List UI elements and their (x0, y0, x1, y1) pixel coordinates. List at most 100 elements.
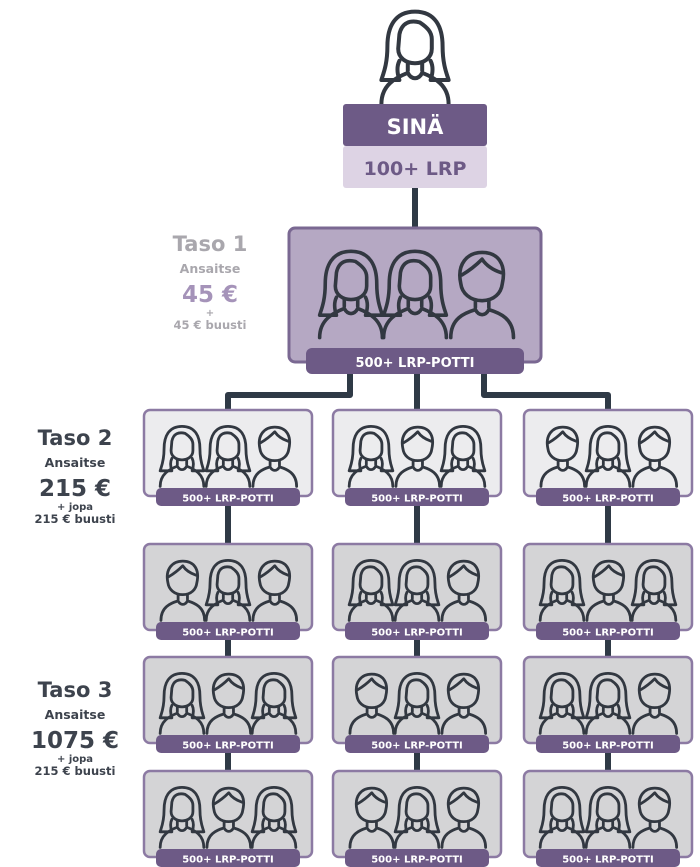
pot-label: 500+ LRP-POTTI (371, 741, 463, 752)
level-2-info: Taso 2 Ansaitse 215 € + jopa 215 € buust… (10, 426, 140, 527)
pot-box (345, 735, 489, 753)
pot-label: 500+ LRP-POTTI (562, 494, 654, 505)
level-2-plus: + jopa (56, 501, 94, 513)
level-1-box (287, 226, 543, 364)
female-person-icon (250, 671, 298, 735)
level-2-row-1-group-2: 500+ LRP-POTTI (331, 408, 503, 506)
female-person-icon (538, 785, 586, 849)
female-person-icon (379, 9, 451, 107)
level-1-title: Taso 1 (172, 232, 248, 256)
male-person-icon (539, 425, 587, 488)
pot-box (536, 849, 680, 867)
level-3-row-1-group-1: 500+ LRP-POTTI (142, 655, 314, 753)
male-person-icon (631, 425, 679, 488)
level-3-row-1-group-3: 500+ LRP-POTTI (522, 655, 694, 753)
level-2-row-2-group-2: 500+ LRP-POTTI (331, 542, 503, 640)
female-person-icon (347, 558, 395, 622)
female-person-icon (439, 424, 487, 488)
level-2-amount: 215 € (38, 475, 112, 502)
pot-box (156, 622, 300, 640)
group-box (522, 542, 694, 632)
level-2-row-1-group-1: 500+ LRP-POTTI (142, 408, 314, 506)
pot-box (536, 488, 680, 506)
male-person-icon (440, 559, 488, 622)
group-box (142, 769, 314, 859)
level-1-info: Taso 1 Ansaitse 45 € + 45 € buusti (150, 232, 270, 333)
level-2-title: Taso 2 (37, 426, 113, 450)
level-3-info: Taso 3 Ansaitse 1075 € + jopa 215 € buus… (10, 678, 140, 779)
level-2-boost: 215 € buusti (34, 512, 116, 527)
male-person-icon (251, 425, 299, 488)
pot-label: 500+ LRP-POTTI (371, 628, 463, 639)
level-1-group: 500+ LRP-POTTI (287, 226, 543, 374)
level-2-earn: Ansaitse (44, 455, 106, 471)
male-person-icon (585, 559, 633, 622)
connector-level1-left (225, 372, 353, 412)
you-label: SINÄ (387, 114, 445, 139)
female-person-icon (584, 424, 632, 488)
male-person-icon (394, 425, 442, 488)
female-person-icon (538, 558, 586, 622)
you-points: 100+ LRP (364, 158, 467, 180)
level-1-boost: 45 € buusti (173, 318, 247, 333)
level-3-boost: 215 € buusti (34, 764, 116, 779)
level-2-row-2-group-1: 500+ LRP-POTTI (142, 542, 314, 640)
male-person-icon (251, 559, 299, 622)
level-3-row-1-group-2: 500+ LRP-POTTI (331, 655, 503, 753)
level-3-earn: Ansaitse (44, 707, 106, 723)
female-person-icon (204, 558, 252, 622)
pot-box (156, 735, 300, 753)
female-person-icon (393, 558, 441, 622)
level-3-plus: + jopa (56, 753, 94, 765)
level-1-amount: 45 € (181, 281, 239, 308)
female-person-icon (584, 785, 632, 849)
male-person-icon (348, 786, 396, 849)
connector-level1-right (481, 372, 611, 412)
female-person-icon (250, 785, 298, 849)
female-person-icon (393, 671, 441, 735)
pot-label: 500+ LRP-POTTI (562, 855, 654, 866)
pot-box (536, 622, 680, 640)
group-box (142, 655, 314, 745)
level-2-row-1-group-3: 500+ LRP-POTTI (522, 408, 694, 506)
level-1-pot-label: 500+ LRP-POTTI (356, 356, 475, 371)
female-person-icon (630, 558, 678, 622)
pot-label: 500+ LRP-POTTI (371, 855, 463, 866)
pot-box (156, 488, 300, 506)
level-3-row-2-group-3: 500+ LRP-POTTI (522, 769, 694, 867)
female-person-icon (381, 249, 449, 340)
you-points-box (343, 146, 487, 188)
group-box (331, 408, 503, 498)
male-person-icon (205, 786, 253, 849)
pot-box (345, 849, 489, 867)
pot-label: 500+ LRP-POTTI (182, 494, 274, 505)
pot-box (536, 735, 680, 753)
female-person-icon (317, 249, 385, 340)
male-person-icon (631, 786, 679, 849)
level-3-title: Taso 3 (37, 678, 113, 702)
female-person-icon (584, 671, 632, 735)
pot-box (345, 622, 489, 640)
male-person-icon (440, 786, 488, 849)
pot-box (345, 488, 489, 506)
male-person-icon (440, 672, 488, 735)
male-person-icon (205, 672, 253, 735)
pot-label: 500+ LRP-POTTI (182, 855, 274, 866)
female-person-icon (158, 785, 206, 849)
pot-label: 500+ LRP-POTTI (562, 741, 654, 752)
pot-label: 500+ LRP-POTTI (182, 741, 274, 752)
level-3-row-2-group-2: 500+ LRP-POTTI (331, 769, 503, 867)
female-person-icon (158, 671, 206, 735)
level-3-row-2-group-1: 500+ LRP-POTTI (142, 769, 314, 867)
you-node: SINÄ 100+ LRP (343, 9, 487, 188)
level-1-plus: + (205, 307, 215, 319)
male-person-icon (159, 559, 207, 622)
male-person-icon (348, 672, 396, 735)
pot-box (156, 849, 300, 867)
you-label-box (343, 104, 487, 146)
male-person-icon (448, 250, 516, 340)
pot-label: 500+ LRP-POTTI (371, 494, 463, 505)
male-person-icon (631, 672, 679, 735)
level-3-amount: 1075 € (30, 727, 120, 754)
